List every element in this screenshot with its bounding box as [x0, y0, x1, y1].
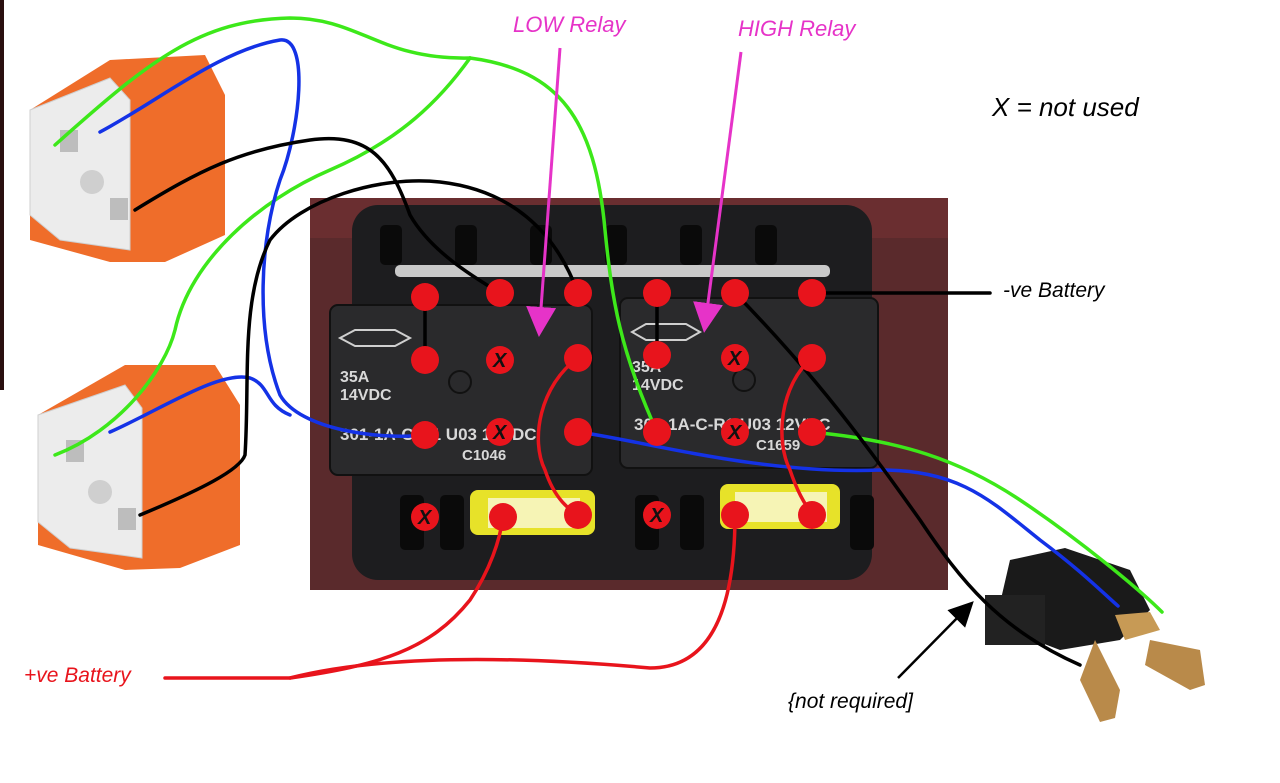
terminal-dot	[486, 279, 514, 307]
terminal-dot	[798, 279, 826, 307]
terminal-dot	[564, 344, 592, 372]
unused-x-mark: X	[492, 350, 508, 372]
high-relay-label: HIGH Relay	[738, 16, 856, 41]
terminal-dot	[411, 283, 439, 311]
h4-connector	[985, 548, 1205, 722]
terminal-dot	[721, 418, 749, 446]
terminal-dot	[798, 344, 826, 372]
terminal-dot	[798, 418, 826, 446]
high-relay-voltage: 14VDC	[632, 377, 684, 394]
h4-blade-2	[1145, 640, 1205, 690]
headlight-socket-top	[29, 55, 225, 262]
unused-x-mark: X	[727, 348, 743, 370]
wire-green-to-high	[468, 56, 659, 434]
low-relay-logo	[337, 329, 413, 347]
pos-battery-label: +ve Battery	[24, 664, 131, 687]
low-relay-voltage: 14VDC	[340, 387, 392, 404]
terminal-dot	[643, 501, 671, 529]
h4-blade-3	[1115, 612, 1160, 640]
terminal-dot	[486, 418, 514, 446]
terminal-dot	[411, 346, 439, 374]
wire-blue-bottom	[108, 375, 292, 434]
wire-blue-top	[98, 38, 427, 438]
h4-blade-1	[1080, 640, 1120, 722]
terminal-dot	[643, 279, 671, 307]
terminal-dot	[564, 418, 592, 446]
top-slot-row	[380, 225, 777, 265]
terminal-dot	[643, 418, 671, 446]
terminal-dot	[411, 503, 439, 531]
not-required-arrow	[897, 601, 974, 679]
low-relay-amps: 35A	[340, 369, 370, 386]
terminal-dot	[411, 421, 439, 449]
terminal-dot	[721, 344, 749, 372]
metal-strip	[395, 265, 830, 277]
high-relay-code: C1659	[756, 437, 800, 454]
not-required-label: {not required]	[788, 690, 913, 713]
wire-green-bottom	[53, 56, 472, 457]
wire-red-pos-high	[288, 513, 737, 680]
terminal-dot	[564, 501, 592, 529]
neg-battery-label: -ve Battery	[1003, 279, 1105, 302]
unused-x-mark: X	[727, 422, 743, 444]
terminal-dot	[798, 501, 826, 529]
unused-x-mark: X	[649, 505, 665, 527]
unused-marks: X X X X X X	[417, 348, 743, 529]
unused-x-mark: X	[492, 422, 508, 444]
terminal-dot	[564, 279, 592, 307]
low-relay-label: LOW Relay	[513, 12, 626, 37]
terminal-dot	[721, 501, 749, 529]
wire-green-top	[53, 16, 472, 147]
unused-x-mark: X	[417, 507, 433, 529]
low-relay-code: C1046	[462, 447, 506, 464]
terminal-dot	[489, 503, 517, 531]
low-relay-arrow	[526, 47, 562, 337]
wire-green-to-h4	[808, 430, 1164, 614]
high-relay-arrow	[693, 51, 743, 333]
legend-not-used: X = not used	[992, 92, 1139, 122]
low-relay: 35A 14VDC 301-1A-C-R1 U03 12VDC C1046	[329, 304, 593, 476]
terminal-dot	[643, 341, 671, 369]
terminal-dot	[486, 346, 514, 374]
wire-red-low-loop	[536, 356, 580, 517]
wires	[53, 16, 1164, 680]
wire-blue-to-h4	[576, 430, 1120, 608]
wire-black-top	[133, 137, 502, 295]
terminal-dot	[721, 279, 749, 307]
wire-black-bottom	[138, 179, 580, 517]
terminal-dots	[411, 279, 826, 531]
photo-edge-strip	[0, 0, 4, 390]
